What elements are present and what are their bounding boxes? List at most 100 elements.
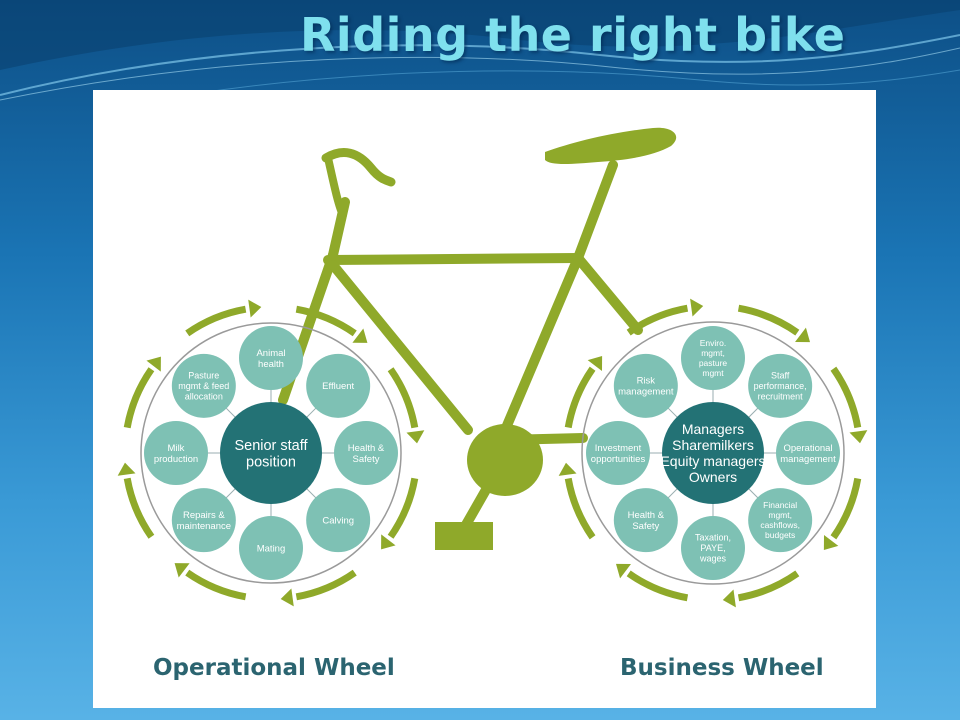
- business-wheel-label: Business Wheel: [620, 655, 824, 681]
- business-node-label-line: budgets: [765, 530, 795, 540]
- operational-hub: [220, 402, 322, 504]
- operational-wheel-label: Operational Wheel: [153, 655, 395, 681]
- operational-node-label-line: allocation: [185, 391, 223, 401]
- business-hub-label-line: Owners: [689, 469, 737, 485]
- business-hub-label-line: Sharemilkers: [672, 437, 754, 453]
- business-node: [681, 516, 745, 580]
- business-node-label-line: cashflows,: [760, 520, 800, 530]
- operational-arrow-head: [406, 430, 425, 444]
- operational-node-label-line: Health &: [348, 443, 385, 454]
- business-hub: [662, 402, 764, 504]
- business-direction-arrow: [830, 477, 862, 540]
- business-hub-label-line: Equity managers: [660, 453, 765, 469]
- handlebar: [321, 148, 396, 187]
- operational-direction-arrow: [185, 569, 247, 601]
- operational-node: [171, 488, 236, 553]
- business-node: [613, 353, 678, 418]
- business-direction-arrow: [737, 304, 800, 336]
- operational-node-label-line: Safety: [353, 454, 380, 465]
- business-direction-arrow: [626, 570, 689, 602]
- operational-node: [306, 488, 371, 553]
- business-node-label-line: mgmt: [702, 368, 724, 378]
- operational-arrow-head: [280, 588, 294, 607]
- chainring: [467, 424, 543, 496]
- handlebar-stem: [324, 154, 347, 219]
- operational-rim: [140, 322, 402, 584]
- operational-node: [171, 353, 236, 418]
- pedal: [435, 522, 493, 550]
- operational-node-label: Repairs &maintenance: [177, 510, 231, 532]
- operational-node-label-line: mgmt & feed: [178, 381, 229, 391]
- business-node-label: Health &Safety: [628, 510, 665, 532]
- business-node: [748, 488, 813, 553]
- business-direction-arrow: [737, 570, 800, 602]
- seat-stay: [573, 253, 643, 335]
- operational-node-label-line: production: [154, 454, 198, 465]
- operational-node-label-line: Animal: [256, 348, 285, 359]
- operational-node: [334, 421, 398, 485]
- business-node-label-line: opportunities: [591, 454, 646, 465]
- business-node-label-line: management: [780, 454, 836, 465]
- down-tube: [328, 260, 473, 435]
- operational-direction-arrow: [295, 305, 357, 337]
- seat-post: [573, 160, 618, 263]
- business-node-label-line: Health &: [628, 510, 665, 521]
- business-node: [681, 326, 745, 390]
- operational-direction-arrow: [387, 477, 419, 539]
- operational-arrow-head: [248, 299, 262, 318]
- business-node-label-line: Financial: [763, 500, 797, 510]
- operational-node-label-line: maintenance: [177, 521, 231, 532]
- operational-direction-arrow: [295, 569, 357, 601]
- operational-node-label: Calving: [322, 516, 354, 527]
- business-arrow-head: [558, 462, 577, 476]
- top-tube: [323, 253, 583, 265]
- business-arrow-head: [722, 589, 736, 608]
- business-direction-arrow: [626, 304, 689, 336]
- business-node-label-line: Safety: [632, 521, 659, 532]
- operational-direction-arrow: [185, 305, 247, 337]
- bike-frame: [278, 127, 677, 550]
- operational-node-label-line: Effluent: [322, 381, 354, 392]
- operational-node-label: Mating: [257, 543, 286, 554]
- operational-node-label-line: Milk: [168, 443, 185, 454]
- operational-node-label-line: health: [258, 359, 284, 370]
- business-node-label-line: mgmt,: [701, 348, 725, 358]
- business-direction-arrow: [564, 366, 596, 429]
- business-arrow-head: [795, 327, 811, 343]
- business-arrow-head: [823, 535, 839, 551]
- operational-node: [239, 516, 303, 580]
- operational-node: [144, 421, 208, 485]
- business-direction-arrow: [830, 366, 862, 429]
- title-swoosh-decoration: [0, 0, 960, 111]
- business-arrow-head: [690, 298, 704, 317]
- business-rim: [581, 321, 845, 585]
- business-direction-arrow: [564, 477, 596, 540]
- business-node-label-line: Investment: [595, 443, 642, 454]
- business-node-label-line: Risk: [637, 376, 656, 387]
- business-node-label-line: PAYE,: [700, 543, 725, 553]
- business-node-label-line: Taxation,: [695, 533, 731, 543]
- business-node-label: Taxation,PAYE,wages: [695, 533, 731, 564]
- operational-node-label-line: Calving: [322, 516, 354, 527]
- business-arrow-head: [849, 430, 868, 444]
- operational-node-label: Effluent: [322, 381, 354, 392]
- business-node: [748, 353, 813, 418]
- business-node-label-line: mgmt,: [768, 510, 792, 520]
- operational-node-label-line: Repairs &: [183, 510, 225, 521]
- business-node-label-line: performance,: [754, 381, 807, 391]
- business-node-label-line: pasture: [699, 358, 728, 368]
- business-node-label-line: Staff: [771, 370, 790, 380]
